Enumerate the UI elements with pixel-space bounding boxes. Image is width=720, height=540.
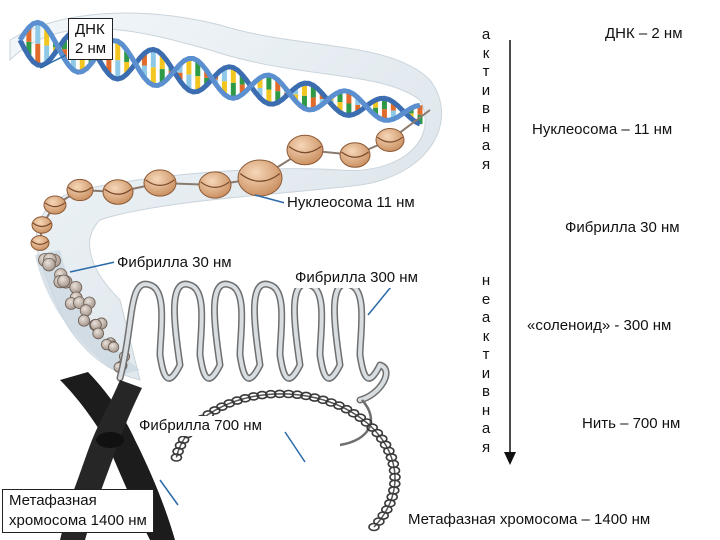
active-letter: т	[482, 63, 490, 80]
coil-turn	[340, 404, 353, 414]
nucleosome-bead	[143, 169, 177, 197]
solenoid-bead	[57, 274, 71, 288]
inactive-letter: а	[481, 420, 491, 437]
nucleosome-bead	[66, 178, 94, 202]
nucleosome-wrap	[104, 188, 132, 195]
label-metaphase-line1: Метафазная	[9, 492, 97, 509]
level-thread: Нить – 700 нм	[582, 415, 681, 432]
solenoid-bead	[79, 304, 93, 317]
nucleosome-wrap	[377, 136, 403, 143]
solenoid-bead	[42, 257, 56, 272]
nucleosome-bead	[237, 159, 283, 197]
coil-turn	[354, 413, 367, 423]
level-metaphase: Метафазная хромосома – 1400 нм	[408, 511, 651, 528]
active-letter: н	[481, 118, 491, 136]
label-fibril700: Фибрилла 700 нм	[136, 416, 265, 436]
inactive-letter: н	[481, 272, 491, 289]
label-dna-line1: ДНК	[75, 21, 105, 38]
nucleosome-wrap	[145, 179, 175, 186]
nucleosome-wrap	[239, 173, 281, 182]
nucleosome-bead	[102, 179, 134, 205]
label-fibril300: Фибрилла 300 нм	[292, 268, 421, 288]
fibril-30nm-solenoid	[35, 250, 140, 375]
dna-strand	[17, 19, 421, 123]
inactive-letter: е	[481, 290, 491, 308]
nucleosome-bead	[31, 216, 53, 234]
active-letter: а	[481, 137, 491, 154]
label-nucleosome: Нуклеосома 11 нм	[284, 193, 418, 213]
inactive-letter: в	[482, 383, 490, 400]
nucleosome-wrap	[341, 151, 369, 158]
inactive-letter: н	[481, 401, 491, 419]
level-nucleosome: Нуклеосома – 11 нм	[532, 121, 673, 138]
label-dna: ДНК 2 нм	[68, 18, 114, 60]
solenoid-bead	[92, 327, 105, 340]
level-solenoid: «соленоид» - 300 нм	[527, 317, 672, 334]
coil-turn	[282, 389, 295, 399]
nucleosome-wrap	[31, 240, 49, 245]
active-letter: и	[481, 81, 491, 99]
nucleosome-wrap	[200, 181, 230, 188]
nucleosome-wrap	[288, 145, 322, 154]
coil-turn	[273, 389, 286, 399]
nucleosome-wrap	[32, 222, 52, 228]
inactive-letter: я	[481, 438, 491, 456]
nucleosome-bead	[375, 128, 405, 152]
fibril-300nm-tail	[339, 399, 373, 447]
nucleosome-bead	[30, 235, 50, 251]
dna-wrap-ribbon	[9, 12, 442, 381]
solenoid-bead	[108, 341, 120, 353]
inactive-letter: а	[481, 309, 491, 326]
nucleosome-chain	[30, 109, 431, 251]
coil-turn	[368, 522, 380, 532]
active-letter: я	[481, 155, 491, 173]
inactive-letter: т	[482, 346, 490, 363]
coil-turn	[291, 390, 304, 400]
active-letter: а	[481, 26, 491, 43]
label-metaphase: Метафазная хромосома 1400 нм	[2, 489, 154, 533]
nucleosome-wrap	[67, 186, 93, 193]
nucleosome-bead	[286, 134, 324, 166]
fibril-700nm-coil	[170, 389, 401, 532]
label-fibril30: Фибрилла 30 нм	[114, 253, 235, 273]
level-fibril30: Фибрилла 30 нм	[565, 219, 680, 236]
coil-turn	[264, 389, 277, 399]
nucleosome-bead	[198, 171, 232, 199]
nucleosome-bead	[43, 195, 67, 215]
inactive-letter: к	[482, 327, 490, 345]
nucleosome-wrap	[44, 202, 66, 208]
coil-turn	[256, 390, 268, 400]
nucleosome-bead	[339, 142, 371, 168]
label-dna-line2: 2 нм	[75, 40, 107, 57]
active-letter: к	[482, 44, 490, 62]
solenoid-bead	[77, 314, 91, 327]
coil-turn	[347, 408, 360, 418]
label-metaphase-line2: хромосома 1400 нм	[9, 512, 147, 529]
fibril-300nm-loops-highlight	[118, 282, 388, 402]
pointer-metaphase	[159, 479, 179, 506]
level-dna: ДНК – 2 нм	[605, 25, 683, 42]
coil-turn	[247, 392, 260, 401]
pointer-fibril700	[284, 431, 306, 463]
condensation-arrow	[504, 40, 516, 465]
pointer-fibril30	[69, 261, 116, 273]
coil-turn	[360, 418, 373, 427]
pointer-dna	[39, 54, 67, 69]
pointer-nucleosome	[254, 194, 286, 204]
active-letter: в	[482, 100, 490, 117]
inactive-letter: и	[481, 364, 491, 382]
